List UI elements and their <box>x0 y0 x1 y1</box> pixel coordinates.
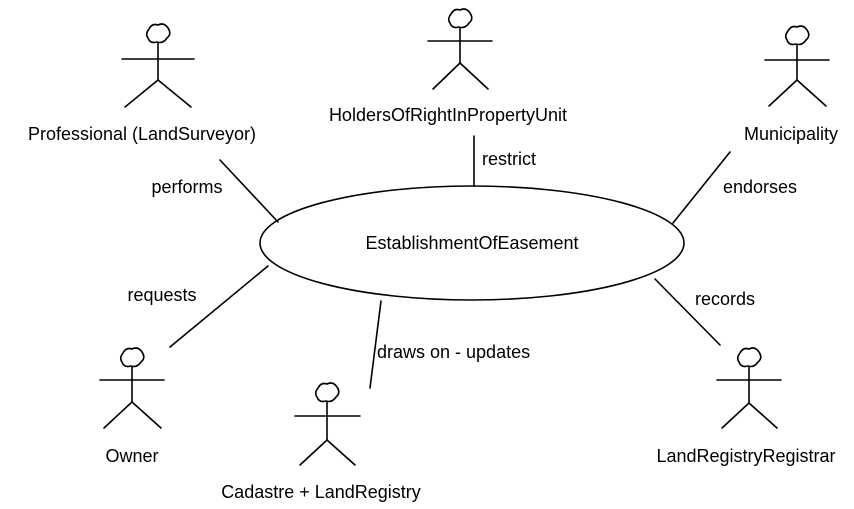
actor-owner: Owner <box>99 347 165 466</box>
actor-label-professional: Professional (LandSurveyor) <box>28 124 256 144</box>
association-label-registrar: records <box>695 289 755 309</box>
stick-figure-icon <box>427 8 493 90</box>
actor-label-municipality: Municipality <box>744 124 838 144</box>
association-line-registrar <box>654 278 721 346</box>
use-case-ellipse <box>259 185 685 301</box>
association-label-owner: requests <box>127 285 196 305</box>
actor-label-holders: HoldersOfRightInPropertyUnit <box>329 105 567 125</box>
association-line-owner <box>169 265 269 348</box>
stick-figure-icon <box>764 25 830 107</box>
association-lines <box>169 135 731 389</box>
association-line-cadastre <box>369 300 382 389</box>
actor-holders: HoldersOfRightInPropertyUnit <box>329 8 567 125</box>
actor-label-cadastre: Cadastre + LandRegistry <box>221 482 421 502</box>
association-label-professional: performs <box>151 177 222 197</box>
actor-municipality: Municipality <box>744 25 838 144</box>
stick-figure-icon <box>99 347 165 429</box>
association-label-municipality: endorses <box>723 177 797 197</box>
actor-registrar: LandRegistryRegistrar <box>656 347 836 466</box>
use-case-label: EstablishmentOfEasement <box>365 233 578 253</box>
actor-cadastre: Cadastre + LandRegistry <box>221 382 421 502</box>
association-label-cadastre: draws on - updates <box>377 342 530 362</box>
association-line-professional <box>219 159 279 223</box>
association-label-holders: restrict <box>482 149 536 169</box>
association-line-municipality <box>672 151 731 224</box>
actor-professional: Professional (LandSurveyor) <box>28 23 256 144</box>
actor-label-owner: Owner <box>105 446 158 466</box>
stick-figure-icon <box>716 347 782 429</box>
stick-figure-icon <box>294 382 361 466</box>
actor-label-registrar: LandRegistryRegistrar <box>656 446 835 466</box>
stick-figure-icon <box>121 23 195 108</box>
